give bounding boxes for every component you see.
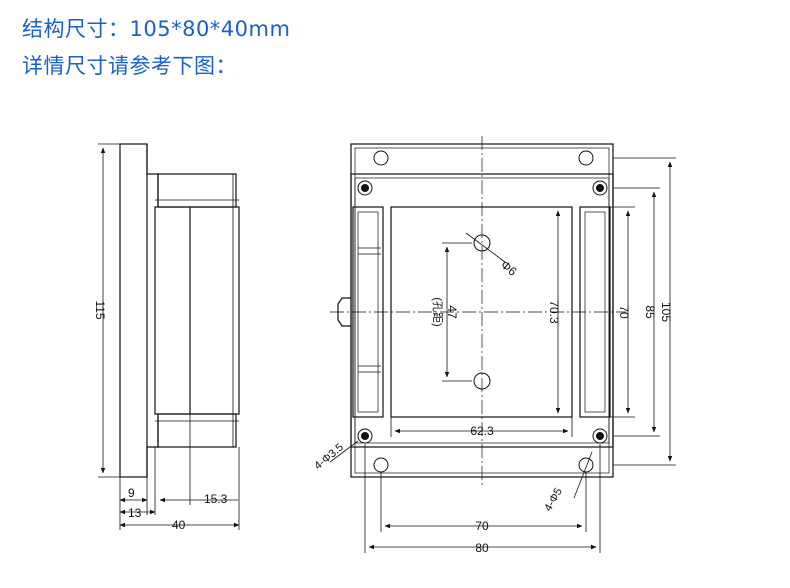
side-view [119,143,240,478]
hole-center-bottom [473,372,491,390]
dim-47 [442,242,472,382]
dim-15-3-label: 15.3 [204,492,228,506]
dim-70-h-label: 70 [475,519,489,533]
dim-47-label: 47 [445,305,459,319]
side-bottom-dims [119,414,240,530]
dim-62-3-label: 62.3 [470,424,494,438]
corner-holes-right-label: 4-Φ5 [542,486,565,513]
dim-105-label: 105 [659,302,673,322]
side-step-top [146,144,159,207]
hole-bottom-left [373,457,389,473]
hole-top-left [373,150,389,166]
dim-80-label: 80 [475,541,489,555]
detail-heading: 详情尺寸请参考下图： [22,54,237,78]
hole-center-top [473,234,491,252]
right-dims [610,157,676,466]
center-holes [465,232,506,390]
bottom-dims [364,444,601,553]
center-lines [330,136,626,485]
dim-40-label: 40 [172,518,186,532]
hole-leaders [329,440,593,499]
side-step-bottom [146,414,159,477]
hole-top-right [578,150,594,166]
side-lower-block [157,413,237,448]
hole-dia-label: Φ6 [498,258,520,279]
dim-115-label: 115 [93,300,107,319]
size-heading: 结构尺寸：105*80*40mm [22,17,291,41]
side-flange [119,143,148,478]
corner-holes-left-label: 4-Φ3.5 [312,441,346,472]
dim-115 [98,143,120,478]
dim-70-v-label: 70 [617,305,631,319]
dim-13-label: 13 [128,506,142,520]
side-upper-block [157,173,237,208]
hole-bottom-right [578,457,594,473]
dim-47-note: (孔距) [431,297,444,326]
dim-85-label: 85 [643,305,657,319]
dim-70-3-label: 70.3 [547,300,561,324]
dim-9-label: 9 [128,486,135,500]
dim-62-3 [390,417,573,437]
side-cover-body [154,206,240,415]
